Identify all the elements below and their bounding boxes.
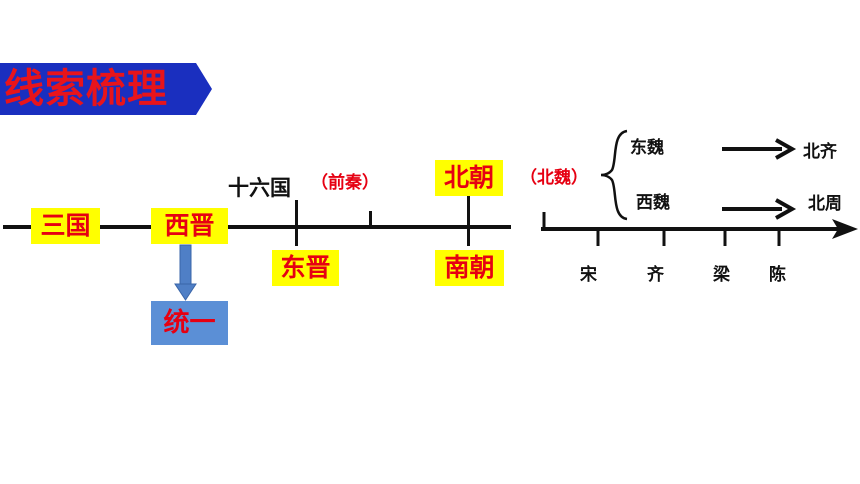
period-unify: 统一 <box>151 301 228 345</box>
dynasty-liang: 梁 <box>713 265 730 285</box>
brace-shape <box>600 129 628 221</box>
label-beiqi: 北齐 <box>803 142 837 162</box>
timeline-tick-beichao <box>467 196 470 246</box>
page-title: 线索梳理 <box>4 66 168 112</box>
timeline-left-line <box>3 225 511 229</box>
period-beichao: 北朝 <box>435 160 503 196</box>
label-xiwei: 西魏 <box>636 193 670 213</box>
period-nanchao: 南朝 <box>435 250 504 286</box>
label-qianqin: （前秦） <box>311 173 379 193</box>
label-beiwei: （北魏） <box>520 168 588 188</box>
dynasty-qi: 齐 <box>647 265 664 285</box>
period-xijin: 西晋 <box>151 208 228 244</box>
period-dongjin: 东晋 <box>272 250 339 286</box>
dynasty-song: 宋 <box>580 265 597 285</box>
label-dongwei: 东魏 <box>630 138 664 158</box>
label-shiliuguo: 十六国 <box>228 176 291 200</box>
arrow-to-beiqi <box>722 138 797 160</box>
label-beizhou: 北周 <box>808 194 842 214</box>
title-banner: 线索梳理 <box>0 63 212 115</box>
banner-arrow-shape <box>0 63 212 115</box>
timeline-tick-qianqin <box>369 211 372 226</box>
period-sanguo: 三国 <box>31 208 100 244</box>
timeline-right-axis <box>541 212 858 246</box>
timeline-tick-dongjin <box>295 200 298 246</box>
arrow-to-beizhou <box>722 198 797 220</box>
dynasty-chen: 陈 <box>769 265 786 285</box>
down-arrow <box>174 244 197 301</box>
